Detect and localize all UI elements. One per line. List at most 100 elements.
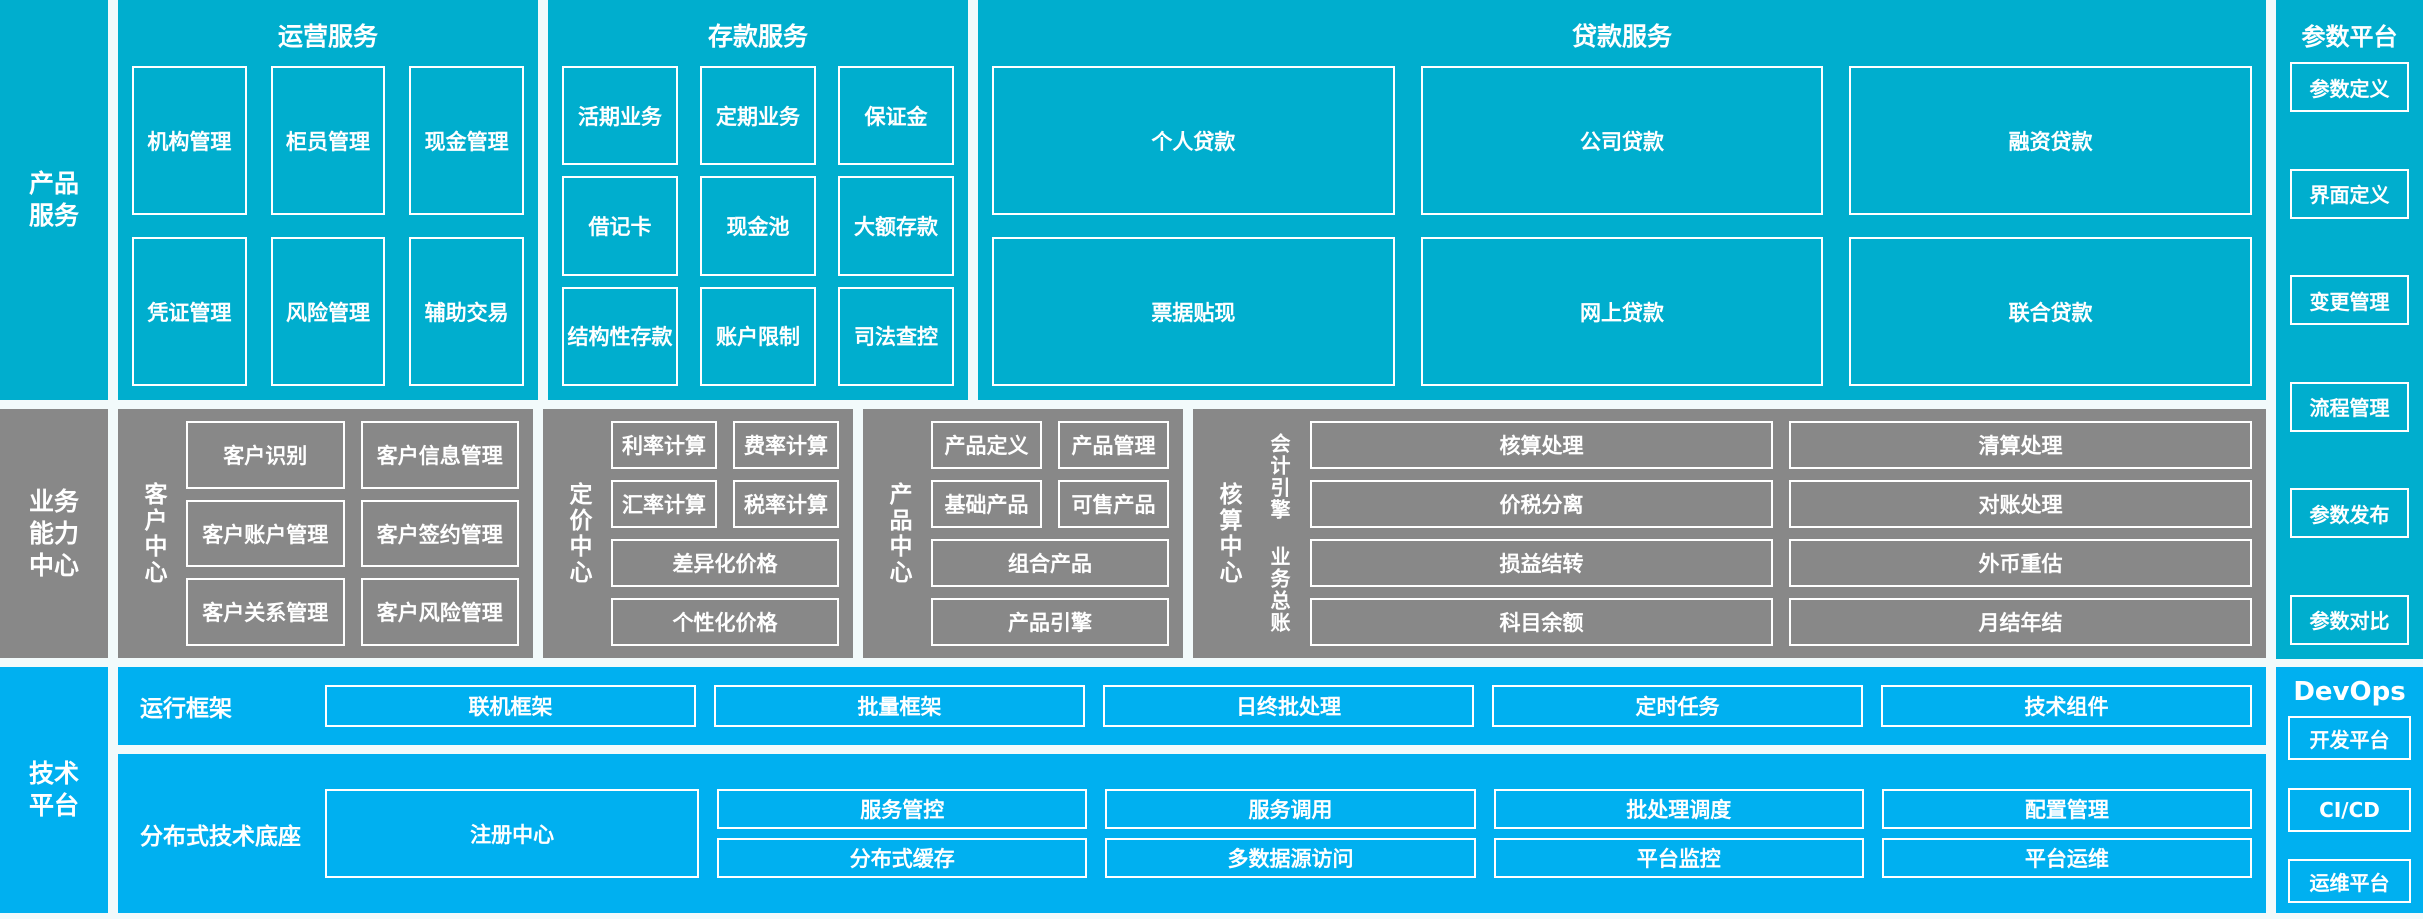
item-product-definition[interactable]: 产品定义 bbox=[931, 421, 1042, 469]
label-pricing-center: 定价中心 bbox=[565, 481, 591, 586]
card-product-center: 产品中心 产品定义 产品管理 基础产品 可售产品 组合产品 产品引擎 bbox=[863, 409, 1183, 658]
item-config-management[interactable]: 配置管理 bbox=[1881, 789, 2253, 829]
item-param-definition[interactable]: 参数定义 bbox=[2290, 62, 2409, 112]
item-ui-definition[interactable]: 界面定义 bbox=[2290, 168, 2409, 219]
item-customer-risk-mgmt[interactable]: 客户风险管理 bbox=[360, 578, 519, 647]
item-profit-loss-carryover[interactable]: 损益结转 bbox=[1310, 539, 1773, 587]
item-debit-card[interactable]: 借记卡 bbox=[562, 176, 678, 276]
band-label-product-service: 产品 服务 bbox=[0, 0, 108, 400]
group-title-deposit: 存款服务 bbox=[707, 22, 808, 51]
item-online-loan[interactable]: 网上贷款 bbox=[1420, 237, 1824, 386]
group-items-operations: 机构管理 柜员管理 现金管理 凭证管理 风险管理 辅助交易 bbox=[132, 66, 524, 386]
item-service-governance[interactable]: 服务管控 bbox=[717, 789, 1088, 829]
table-row: 核算处理 清算处理 bbox=[1310, 421, 2252, 469]
item-product-engine[interactable]: 产品引擎 bbox=[931, 598, 1169, 646]
product-service-band: 产品 服务 运营服务 机构管理 柜员管理 现金管理 凭证管理 风险管理 辅助交易… bbox=[0, 0, 2423, 659]
item-cash-management[interactable]: 现金管理 bbox=[409, 66, 524, 215]
item-personalized-price[interactable]: 个性化价格 bbox=[611, 598, 839, 646]
table-row: 客户账户管理 客户签约管理 bbox=[186, 499, 519, 568]
strip-column-2: 服务调用 多数据源访问 bbox=[1105, 789, 1476, 878]
customer-center-body: 客户识别 客户信息管理 客户账户管理 客户签约管理 客户关系管理 客户风险管理 bbox=[186, 421, 519, 647]
item-customer-contract-mgmt[interactable]: 客户签约管理 bbox=[360, 499, 519, 568]
table-row: 组合产品 bbox=[931, 539, 1169, 587]
table-row: 产品定义 产品管理 bbox=[931, 421, 1169, 469]
band-label-text: 技术 平台 bbox=[28, 759, 79, 820]
item-combined-product[interactable]: 组合产品 bbox=[931, 539, 1169, 587]
item-dev-platform[interactable]: 开发平台 bbox=[2288, 716, 2411, 760]
param-platform-items: 参数定义 界面定义 变更管理 流程管理 参数发布 参数对比 bbox=[2290, 62, 2409, 645]
item-ops-platform[interactable]: 运维平台 bbox=[2288, 859, 2411, 903]
item-scheduled-task[interactable]: 定时任务 bbox=[1492, 685, 1863, 727]
item-corporate-loan[interactable]: 公司贷款 bbox=[1420, 66, 1824, 215]
item-tech-component[interactable]: 技术组件 bbox=[1881, 685, 2252, 727]
item-registry-center[interactable]: 注册中心 bbox=[325, 789, 700, 878]
item-customer-info-mgmt[interactable]: 客户信息管理 bbox=[360, 421, 519, 489]
strip-distributed-base: 分布式技术底座 注册中心 服务管控 分布式缓存 服务调用 多数据源访问 批处理调… bbox=[118, 754, 2266, 913]
table-row: 差异化价格 bbox=[611, 539, 839, 587]
strip-label-distributed-base: 分布式技术底座 bbox=[140, 823, 301, 850]
item-customer-account-mgmt[interactable]: 客户账户管理 bbox=[186, 499, 345, 568]
item-multi-datasource-access[interactable]: 多数据源访问 bbox=[1105, 838, 1476, 878]
strip-column-3: 批处理调度 平台监控 bbox=[1493, 789, 1864, 878]
item-product-management[interactable]: 产品管理 bbox=[1058, 421, 1169, 469]
item-platform-monitoring[interactable]: 平台监控 bbox=[1493, 838, 1864, 878]
item-bill-discount[interactable]: 票据贴现 bbox=[992, 237, 1395, 386]
item-personal-loan[interactable]: 个人贷款 bbox=[992, 66, 1395, 215]
item-platform-operations[interactable]: 平台运维 bbox=[1881, 838, 2253, 878]
group-title-operations: 运营服务 bbox=[277, 22, 378, 51]
item-batch-scheduling[interactable]: 批处理调度 bbox=[1493, 789, 1864, 829]
band-label-tech-platform: 技术 平台 bbox=[0, 667, 108, 913]
item-risk-management[interactable]: 风险管理 bbox=[270, 237, 386, 386]
item-online-framework[interactable]: 联机框架 bbox=[325, 685, 696, 727]
item-time-deposit[interactable]: 定期业务 bbox=[700, 66, 816, 166]
item-account-balance[interactable]: 科目余额 bbox=[1310, 598, 1773, 646]
item-settlement-processing[interactable]: 清算处理 bbox=[1789, 421, 2252, 469]
item-service-invocation[interactable]: 服务调用 bbox=[1105, 789, 1476, 829]
item-org-management[interactable]: 机构管理 bbox=[132, 66, 247, 215]
item-teller-management[interactable]: 柜员管理 bbox=[270, 66, 386, 215]
item-month-year-end-closing[interactable]: 月结年结 bbox=[1789, 598, 2252, 646]
item-voucher-management[interactable]: 凭证管理 bbox=[132, 237, 247, 386]
item-sellable-product[interactable]: 可售产品 bbox=[1058, 480, 1169, 528]
item-customer-relation-mgmt[interactable]: 客户关系管理 bbox=[186, 578, 345, 647]
item-financing-loan[interactable]: 融资贷款 bbox=[1849, 66, 2252, 215]
capability-center-band: 业务 能力 中心 客户中心 客户识别 客户信息管理 客户账户管理 客户签约管理 … bbox=[0, 409, 2423, 658]
item-customer-identification[interactable]: 客户识别 bbox=[186, 421, 345, 489]
card-pricing-center: 定价中心 利率计算 费率计算 汇率计算 税率计算 差异化价格 个性化价格 bbox=[543, 409, 853, 658]
item-price-tax-separation[interactable]: 价税分离 bbox=[1310, 480, 1773, 528]
item-foreign-currency-revaluation[interactable]: 外币重估 bbox=[1789, 539, 2252, 587]
item-basic-product[interactable]: 基础产品 bbox=[931, 480, 1042, 528]
item-account-restriction[interactable]: 账户限制 bbox=[700, 286, 816, 386]
item-accounting-processing[interactable]: 核算处理 bbox=[1310, 421, 1773, 469]
item-change-management[interactable]: 变更管理 bbox=[2290, 275, 2409, 326]
item-cicd[interactable]: CI/CD bbox=[2288, 787, 2411, 832]
item-batch-framework[interactable]: 批量框架 bbox=[714, 685, 1085, 727]
item-cash-pool[interactable]: 现金池 bbox=[700, 176, 816, 276]
item-param-publish[interactable]: 参数发布 bbox=[2290, 488, 2409, 539]
item-demand-deposit[interactable]: 活期业务 bbox=[562, 66, 678, 166]
item-joint-loan[interactable]: 联合贷款 bbox=[1849, 237, 2252, 386]
item-tax-rate-calc[interactable]: 税率计算 bbox=[733, 480, 839, 528]
label-product-center: 产品中心 bbox=[885, 481, 911, 586]
item-fee-rate-calc[interactable]: 费率计算 bbox=[733, 421, 839, 469]
item-judicial-control[interactable]: 司法查控 bbox=[838, 286, 954, 386]
item-differentiated-price[interactable]: 差异化价格 bbox=[611, 539, 839, 587]
tech-platform-main: 运行框架 联机框架 批量框架 日终批处理 定时任务 技术组件 分布式技术底座 注… bbox=[118, 667, 2266, 913]
item-auxiliary-trade[interactable]: 辅助交易 bbox=[409, 237, 524, 386]
strip-label-runtime: 运行框架 bbox=[140, 696, 232, 722]
panel-param-platform: 参数平台 参数定义 界面定义 变更管理 流程管理 参数发布 参数对比 bbox=[2276, 0, 2423, 659]
table-row: 个性化价格 bbox=[611, 598, 839, 646]
group-deposit-service: 存款服务 活期业务 定期业务 保证金 借记卡 现金池 大额存款 结构性存款 账户… bbox=[548, 0, 968, 400]
item-distributed-cache[interactable]: 分布式缓存 bbox=[717, 838, 1088, 878]
item-reconciliation[interactable]: 对账处理 bbox=[1789, 480, 2252, 528]
item-large-deposit[interactable]: 大额存款 bbox=[838, 176, 954, 276]
item-param-compare[interactable]: 参数对比 bbox=[2290, 594, 2409, 645]
item-eod-batch[interactable]: 日终批处理 bbox=[1103, 685, 1474, 727]
item-interest-rate-calc[interactable]: 利率计算 bbox=[611, 421, 717, 469]
item-margin-deposit[interactable]: 保证金 bbox=[838, 66, 954, 166]
item-process-management[interactable]: 流程管理 bbox=[2290, 381, 2409, 432]
group-operations-service: 运营服务 机构管理 柜员管理 现金管理 凭证管理 风险管理 辅助交易 bbox=[118, 0, 538, 400]
item-exchange-rate-calc[interactable]: 汇率计算 bbox=[611, 480, 717, 528]
group-loan-service: 贷款服务 个人贷款 公司贷款 融资贷款 票据贴现 网上贷款 联合贷款 bbox=[978, 0, 2266, 400]
item-structured-deposit[interactable]: 结构性存款 bbox=[562, 286, 678, 386]
